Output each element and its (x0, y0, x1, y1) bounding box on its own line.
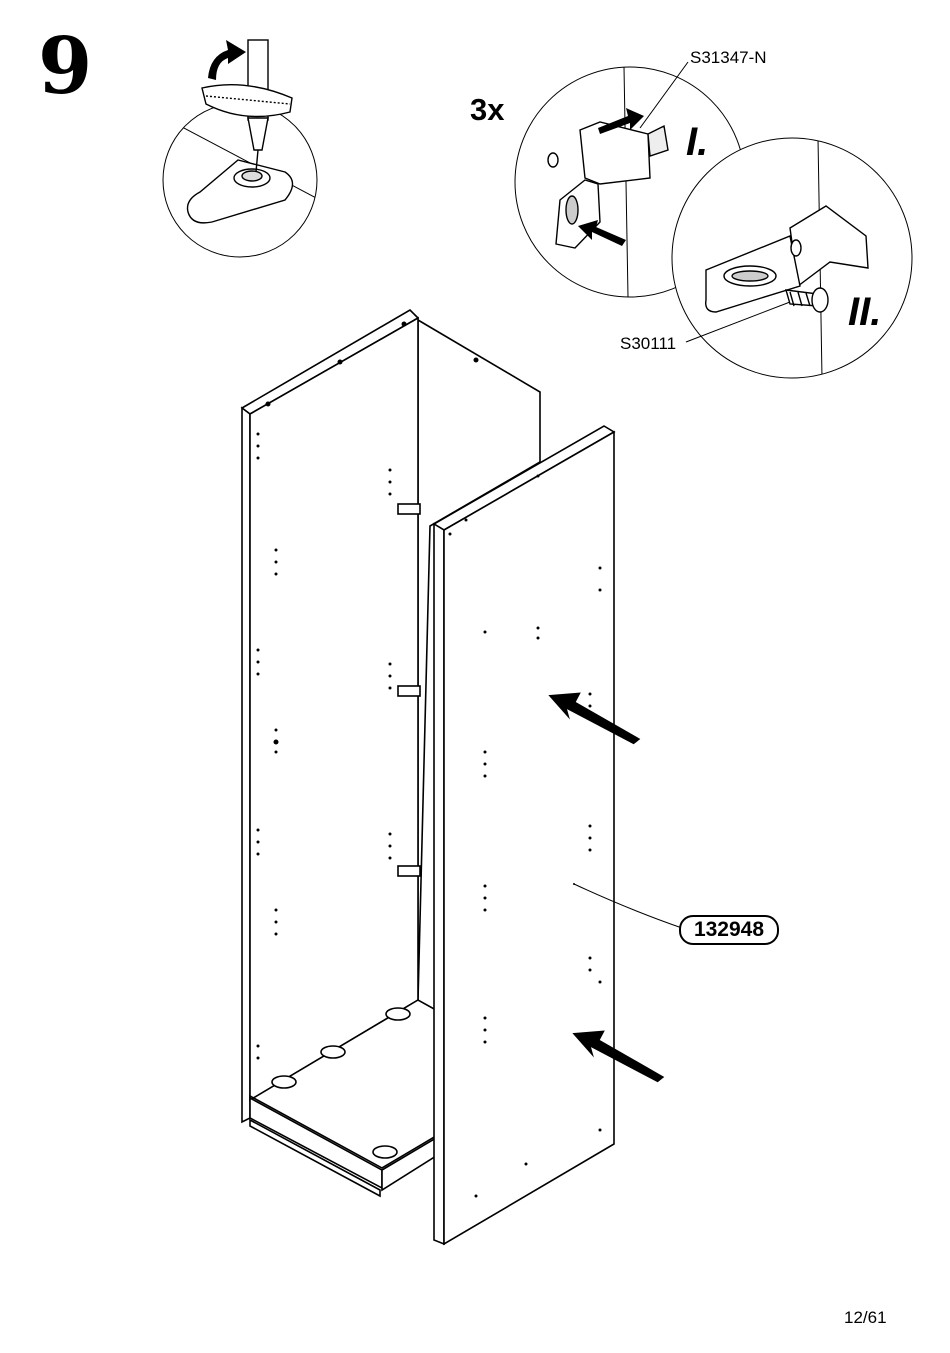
quantity-label: 3x (470, 92, 504, 128)
page-number: 12/61 (844, 1308, 887, 1328)
step-number: 9 (38, 28, 90, 106)
stage-2-label: II. (848, 290, 881, 335)
screw-code-label: S30111 (620, 334, 676, 354)
fitting-code-label: S31347-N (690, 48, 767, 68)
side-panel-132948 (434, 426, 614, 1244)
panel-code-badge: 132948 (679, 915, 779, 945)
fitting-detail-2 (672, 138, 912, 378)
leveller-detail (163, 40, 320, 257)
stage-1-label: I. (686, 120, 708, 165)
